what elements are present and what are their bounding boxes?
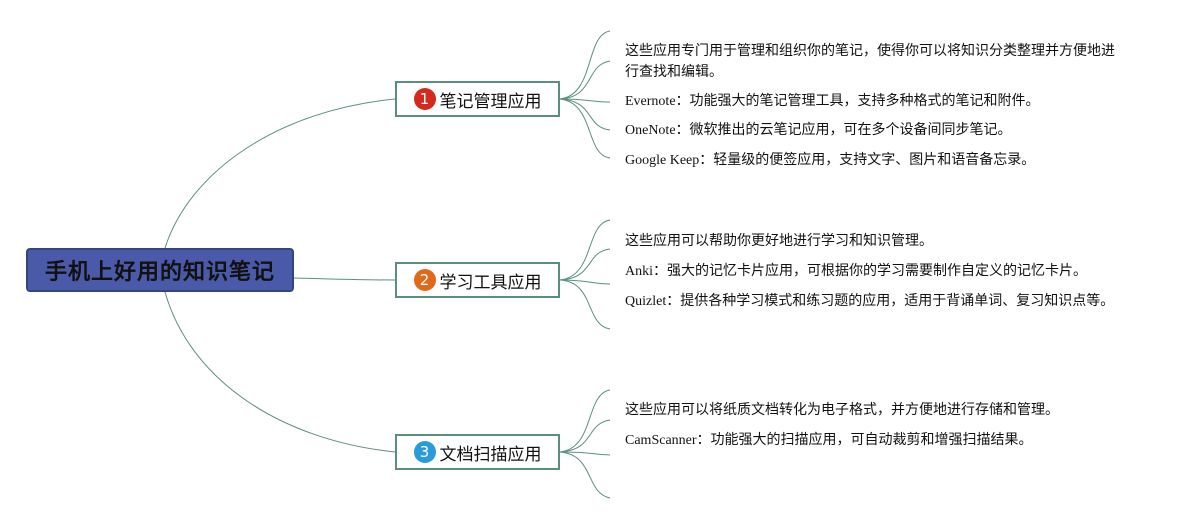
connector-b1-l4 (559, 98, 611, 159)
branch-label: 笔记管理应用 (439, 91, 542, 112)
number-badge-1-icon: 1 (413, 88, 436, 110)
leaf-b3-1[interactable]: CamScanner：功能强大的扫描应用，可自动裁剪和增强扫描结果。 (625, 430, 1033, 451)
connector-root-branch-2 (293, 277, 396, 281)
leaf-b1-0[interactable]: 这些应用专门用于管理和组织你的笔记，使得你可以将知识分类整理并方便地进行查找和编… (625, 41, 1125, 83)
branch-note-management[interactable]: 1 笔记管理应用 (395, 81, 560, 117)
connector-b1-l1 (559, 60, 611, 100)
leaf-text: 这些应用可以帮助你更好地进行学习和知识管理。 (625, 233, 933, 249)
number-badge-2-icon: 2 (413, 269, 436, 291)
connector-b2-l1 (559, 248, 611, 281)
connector-b2-l3 (559, 279, 611, 330)
leaf-term: CamScanner (625, 433, 697, 448)
leaf-b2-0[interactable]: 这些应用可以帮助你更好地进行学习和知识管理。 (625, 231, 933, 252)
connector-b1-l3 (559, 98, 611, 131)
leaf-b2-1[interactable]: Anki：强大的记忆卡片应用，可根据你的学习需要制作自定义的记忆卡片。 (625, 261, 1087, 282)
connector-b1-l2 (559, 98, 611, 103)
root-topic[interactable]: 手机上好用的知识笔记 (26, 248, 294, 292)
number-badge-3-icon: 3 (413, 441, 436, 463)
branch-learning-tools[interactable]: 2 学习工具应用 (395, 262, 560, 298)
leaf-text: ：轻量级的便签应用，支持文字、图片和语音备忘录。 (699, 152, 1036, 168)
root-topic-label: 手机上好用的知识笔记 (44, 260, 275, 285)
leaf-b2-2[interactable]: Quizlet：提供各种学习模式和练习题的应用，适用于背诵单词、复习知识点等。 (625, 291, 1114, 312)
leaf-b1-2[interactable]: OneNote：微软推出的云笔记应用，可在多个设备间同步笔记。 (625, 120, 1012, 141)
connector-b3-l2 (559, 451, 611, 456)
connector-b1-l0 (559, 30, 611, 100)
leaf-term: OneNote (625, 123, 676, 138)
connector-root-branch-3 (164, 291, 396, 453)
leaf-text: 这些应用专门用于管理和组织你的笔记，使得你可以将知识分类整理并方便地进行查找和编… (625, 43, 1115, 80)
leaf-text: ：提供各种学习模式和练习题的应用，适用于背诵单词、复习知识点等。 (666, 293, 1115, 309)
leaf-text: 这些应用可以将纸质文档转化为电子格式，并方便地进行存储和管理。 (625, 402, 1059, 418)
leaf-term: Evernote (625, 94, 676, 109)
leaf-text: ：强大的记忆卡片应用，可根据你的学习需要制作自定义的记忆卡片。 (653, 263, 1087, 279)
branch-label: 学习工具应用 (439, 272, 542, 293)
leaf-b1-3[interactable]: Google Keep：轻量级的便签应用，支持文字、图片和语音备忘录。 (625, 150, 1035, 171)
leaf-term: Google Keep (625, 153, 700, 168)
connector-b3-l3 (559, 451, 611, 499)
connector-b2-l2 (559, 279, 611, 285)
connector-root-branch-1 (164, 98, 396, 249)
leaf-term: Quizlet (625, 294, 667, 309)
leaf-b3-0[interactable]: 这些应用可以将纸质文档转化为电子格式，并方便地进行存储和管理。 (625, 400, 1059, 421)
connector-b3-l1 (559, 419, 611, 453)
branch-document-scanning[interactable]: 3 文档扫描应用 (395, 434, 560, 470)
leaf-text: ：微软推出的云笔记应用，可在多个设备间同步笔记。 (675, 122, 1012, 138)
leaf-b1-1[interactable]: Evernote：功能强大的笔记管理工具，支持多种格式的笔记和附件。 (625, 91, 1040, 112)
branch-label: 文档扫描应用 (439, 444, 542, 465)
connector-b2-l0 (559, 219, 611, 281)
leaf-term: Anki (625, 264, 653, 279)
leaf-text: ：功能强大的扫描应用，可自动裁剪和增强扫描结果。 (696, 432, 1033, 448)
leaf-text: ：功能强大的笔记管理工具，支持多种格式的笔记和附件。 (675, 93, 1040, 109)
connector-b3-l0 (559, 389, 611, 453)
